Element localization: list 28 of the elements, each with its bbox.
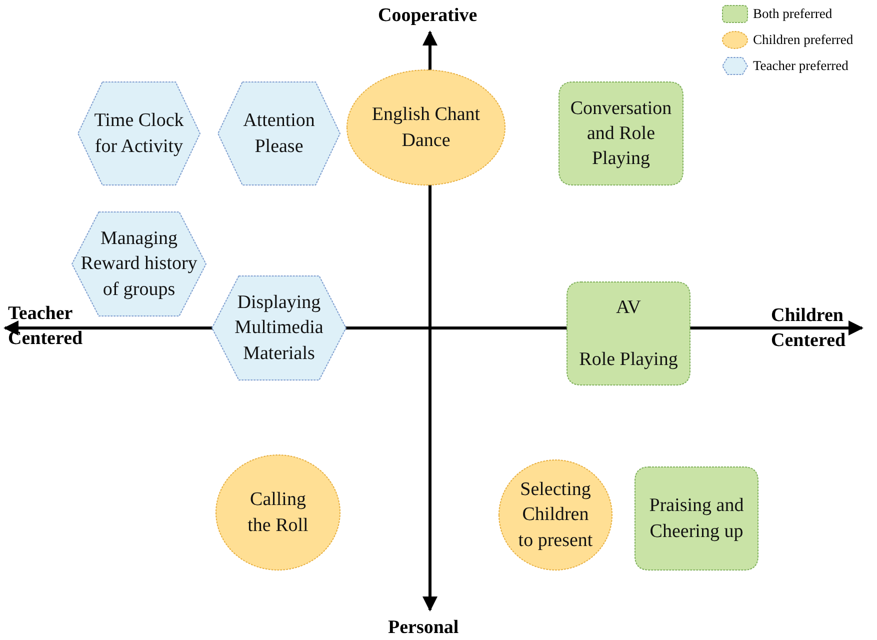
node-text: Attention Please (242, 109, 316, 158)
node-text: AV (616, 296, 641, 320)
hexagon-node (78, 82, 200, 185)
node-text: Selecting Children to present (517, 478, 594, 553)
node-text: Praising and Cheering up (648, 494, 745, 544)
axis-label: Personal (388, 616, 459, 640)
axis-label: Cooperative (378, 4, 478, 28)
rounded-box (567, 282, 690, 385)
axis-label: Teacher Centered (8, 302, 84, 351)
axis-label: Children Centered (771, 304, 847, 353)
legend-label: Both preferred (753, 6, 832, 22)
legend-label: Teacher preferred (753, 58, 848, 74)
node-text: Time Clock for Activity (93, 109, 185, 158)
node-text: Displaying Multimedia Materials (234, 291, 324, 366)
ellipse-node (499, 460, 612, 570)
ellipse-node (216, 455, 340, 570)
node-text: Calling the Roll (246, 488, 310, 538)
node-text: Role Playing (579, 348, 678, 372)
rounded-box (635, 467, 758, 570)
legend-label: Children preferred (753, 32, 854, 48)
hexagon-node (218, 82, 340, 185)
node-text: Managing Reward history of groups (80, 227, 198, 302)
ellipse-node (347, 70, 505, 185)
node-text: Conversation and Role Playing (569, 96, 673, 172)
rounded-box (559, 82, 683, 185)
hexagon-node (72, 212, 206, 316)
hexagon-node (212, 276, 346, 380)
node-text: English Chant Dance (370, 103, 482, 152)
